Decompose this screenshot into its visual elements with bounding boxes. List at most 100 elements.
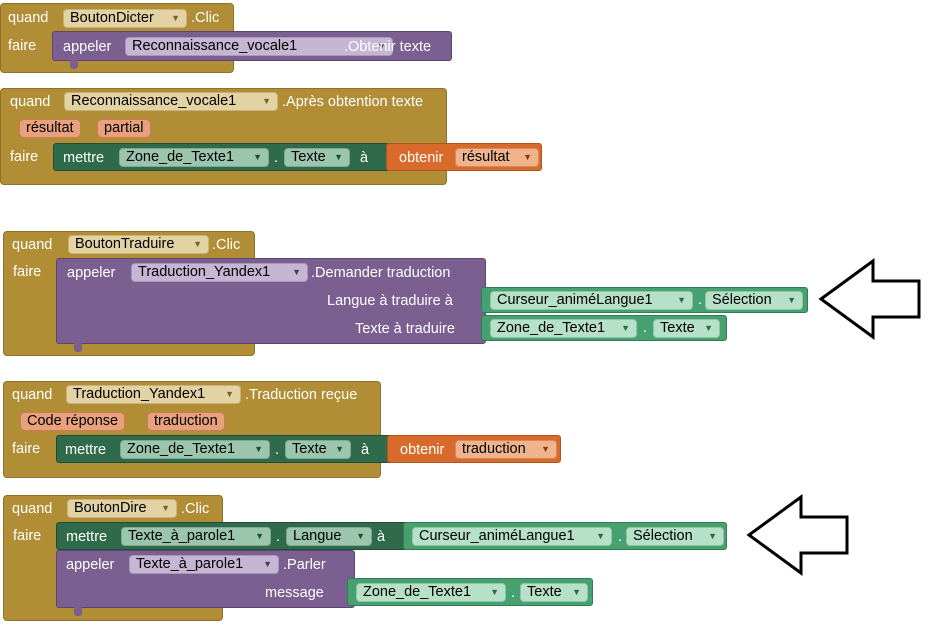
do-label: faire [13, 264, 42, 280]
chevron-down-icon: ▼ [490, 587, 499, 597]
set-block-texte[interactable]: mettre Zone_de_Texte1▼ . Texte▼ à [53, 143, 391, 171]
component-dropdown[interactable]: BoutonTraduire▼ [68, 235, 209, 254]
dot-separator: . [698, 292, 703, 308]
dot-separator: . [276, 529, 281, 545]
chevron-down-icon: ▼ [596, 531, 605, 541]
param-traduction[interactable]: traduction [147, 412, 225, 431]
param-partial[interactable]: partial [97, 119, 151, 138]
chevron-down-icon: ▼ [253, 152, 262, 162]
get-label: obtenir [399, 150, 444, 166]
arg-label-message: message [265, 585, 324, 601]
left-arrow-icon [746, 494, 849, 576]
arg-label-langue: Langue à traduire à [327, 293, 453, 309]
property-dropdown[interactable]: Texte▼ [653, 319, 720, 338]
when-label: quand [10, 94, 51, 110]
call-block-demander-traduction[interactable]: appeler Traduction_Yandex1▼ .Demander tr… [56, 258, 486, 344]
chevron-down-icon: ▼ [677, 295, 686, 305]
component-dropdown[interactable]: Zone_de_Texte1▼ [120, 440, 270, 459]
event-name: .Clic [212, 237, 241, 253]
component-dropdown[interactable]: BoutonDicter▼ [63, 9, 187, 28]
get-label: obtenir [400, 442, 445, 458]
connector-tab [70, 59, 78, 69]
component-dropdown[interactable]: Zone_de_Texte1▼ [119, 148, 269, 167]
to-label: à [377, 529, 386, 545]
to-label: à [361, 442, 370, 458]
event-name: .Clic [191, 10, 220, 26]
set-block-langue[interactable]: mettre Texte_à_parole1▼ . Langue▼ à [56, 522, 410, 550]
call-label: appeler [66, 557, 115, 573]
property-dropdown[interactable]: Texte▼ [520, 583, 588, 602]
chevron-down-icon: ▼ [193, 239, 202, 249]
event-block-traduction-recue[interactable]: quand Traduction_Yandex1▼ .Traduction re… [3, 381, 381, 478]
variable-dropdown[interactable]: traduction▼ [455, 440, 557, 459]
method-name: .Parler [283, 557, 326, 573]
chevron-down-icon: ▼ [254, 444, 263, 454]
component-dropdown[interactable]: Traduction_Yandex1▼ [66, 385, 241, 404]
chevron-down-icon: ▼ [335, 444, 344, 454]
property-dropdown[interactable]: Sélection▼ [626, 527, 724, 546]
left-arrow-icon [818, 258, 921, 340]
chevron-down-icon: ▼ [171, 13, 180, 23]
chevron-down-icon: ▼ [161, 503, 170, 513]
event-name: .Clic [181, 501, 210, 517]
set-label: mettre [65, 442, 107, 458]
do-label: faire [13, 528, 42, 544]
chevron-down-icon: ▼ [541, 444, 550, 454]
chevron-down-icon: ▼ [255, 531, 264, 541]
do-label: faire [10, 149, 39, 165]
dot-separator: . [618, 529, 623, 545]
chevron-down-icon: ▼ [787, 295, 796, 305]
set-block-texte[interactable]: mettre Zone_de_Texte1▼ . Texte▼ à [56, 435, 392, 463]
getter-zone-texte[interactable]: Zone_de_Texte1▼ . Texte▼ [481, 315, 727, 341]
variable-dropdown[interactable]: résultat▼ [455, 148, 539, 167]
property-dropdown[interactable]: Sélection▼ [705, 291, 803, 310]
property-dropdown[interactable]: Texte▼ [285, 440, 351, 459]
when-label: quand [12, 501, 53, 517]
param-resultat[interactable]: résultat [19, 119, 81, 138]
get-variable-block[interactable]: obtenir traduction▼ [387, 435, 561, 463]
component-dropdown[interactable]: Curseur_animéLangue1▼ [412, 527, 612, 546]
do-label: faire [12, 441, 41, 457]
call-block-parler[interactable]: appeler Texte_à_parole1▼ .Parler message [56, 550, 355, 608]
getter-curseur-selection[interactable]: Curseur_animéLangue1▼ . Sélection▼ [481, 287, 808, 313]
get-variable-block[interactable]: obtenir résultat▼ [386, 143, 542, 171]
call-block-obtenir-texte[interactable]: appeler Reconnaissance_vocale1▼ .Obtenir… [52, 31, 452, 61]
dot-separator: . [511, 585, 516, 601]
param-code-reponse[interactable]: Code réponse [20, 412, 126, 431]
arg-label-texte: Texte à traduire [355, 321, 455, 337]
property-dropdown[interactable]: Langue▼ [286, 527, 372, 546]
do-label: faire [8, 38, 37, 54]
chevron-down-icon: ▼ [334, 152, 343, 162]
event-name: .Traduction reçue [245, 387, 358, 403]
property-dropdown[interactable]: Texte▼ [284, 148, 350, 167]
getter-curseur-selection[interactable]: Curseur_animéLangue1▼ . Sélection▼ [403, 522, 727, 550]
getter-zone-texte[interactable]: Zone_de_Texte1▼ . Texte▼ [347, 578, 593, 606]
chevron-down-icon: ▼ [572, 587, 581, 597]
chevron-down-icon: ▼ [523, 152, 532, 162]
chevron-down-icon: ▼ [621, 323, 630, 333]
set-label: mettre [66, 529, 108, 545]
component-dropdown[interactable]: Texte_à_parole1▼ [129, 555, 279, 574]
component-dropdown[interactable]: Reconnaissance_vocale1▼ [64, 92, 278, 111]
connector-tab [74, 606, 82, 616]
component-dropdown[interactable]: BoutonDire▼ [67, 499, 177, 518]
event-name: .Après obtention texte [282, 94, 424, 110]
dot-separator: . [275, 442, 280, 458]
component-dropdown[interactable]: Zone_de_Texte1▼ [356, 583, 506, 602]
method-name: .Demander traduction [311, 265, 451, 281]
chevron-down-icon: ▼ [704, 323, 713, 333]
component-dropdown[interactable]: Texte_à_parole1▼ [121, 527, 271, 546]
dot-separator: . [274, 150, 279, 166]
dot-separator: . [643, 320, 648, 336]
chevron-down-icon: ▼ [356, 531, 365, 541]
component-dropdown[interactable]: Zone_de_Texte1▼ [490, 319, 637, 338]
when-label: quand [12, 237, 53, 253]
call-label: appeler [63, 39, 112, 55]
set-label: mettre [63, 150, 105, 166]
to-label: à [360, 150, 369, 166]
component-dropdown[interactable]: Traduction_Yandex1▼ [131, 263, 308, 282]
chevron-down-icon: ▼ [292, 267, 301, 277]
component-dropdown[interactable]: Curseur_animéLangue1▼ [490, 291, 693, 310]
component-dropdown[interactable]: Reconnaissance_vocale1▼ [125, 37, 393, 56]
connector-tab [74, 342, 82, 352]
